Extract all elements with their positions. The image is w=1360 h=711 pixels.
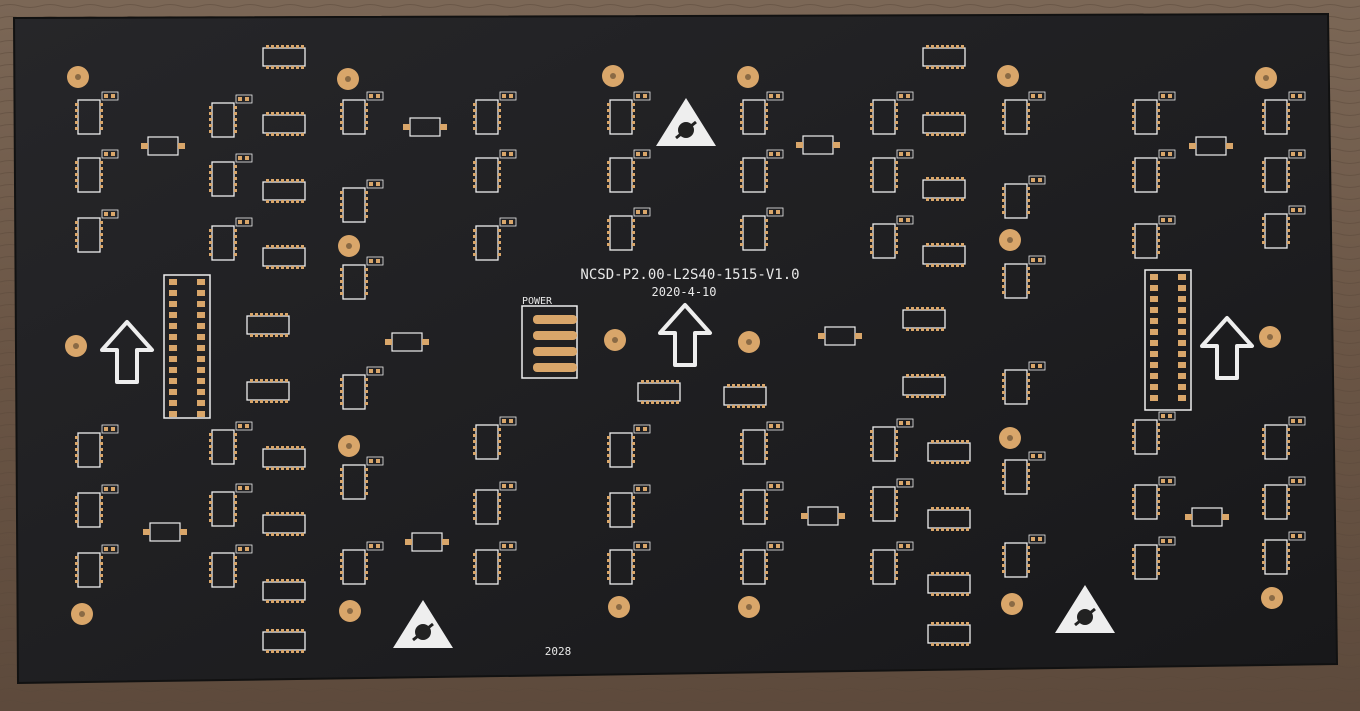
pin-header [163,274,211,419]
capacitor [1288,205,1306,215]
capacitor [896,418,914,428]
capacitor [499,541,517,551]
capacitor [235,94,253,104]
capacitor [1158,91,1176,101]
capacitor [101,544,119,554]
capacitor [235,421,253,431]
capacitor [633,91,651,101]
capacitor [366,366,384,376]
board-title: NCSD-P2.00-L2S40-1515-V1.0 [580,267,799,283]
capacitor [235,544,253,554]
capacitor [896,215,914,225]
capacitor [1288,416,1306,426]
capacitor [1158,215,1176,225]
capacitor [1288,91,1306,101]
pin-header [1144,269,1192,411]
direction-arrow [1200,316,1254,380]
capacitor [1028,361,1046,371]
power-connector [521,305,578,379]
capacitor [366,256,384,266]
capacitor [896,541,914,551]
capacitor [235,153,253,163]
capacitor [366,179,384,189]
capacitor [766,421,784,431]
capacitor [499,481,517,491]
capacitor [1028,255,1046,265]
capacitor [499,149,517,159]
capacitor [1028,451,1046,461]
capacitor [1158,536,1176,546]
capacitor [1158,476,1176,486]
capacitor [1028,175,1046,185]
capacitor [101,149,119,159]
capacitor [499,217,517,227]
capacitor [1288,531,1306,541]
capacitor [235,483,253,493]
capacitor [633,541,651,551]
capacitor [766,91,784,101]
component-layer [65,45,1306,653]
capacitor [633,424,651,434]
capacitor [896,149,914,159]
capacitor [896,91,914,101]
direction-arrow [658,303,712,367]
capacitor [499,416,517,426]
capacitor [1288,476,1306,486]
capacitor [766,149,784,159]
capacitor [366,91,384,101]
capacitor [633,149,651,159]
capacitor [101,424,119,434]
capacitor [1158,411,1176,421]
capacitor [766,207,784,217]
capacitor [101,91,119,101]
capacitor [499,91,517,101]
direction-arrow [100,320,154,384]
capacitor [1288,149,1306,159]
capacitor [235,217,253,227]
capacitor [896,478,914,488]
capacitor [1028,91,1046,101]
capacitor [1028,534,1046,544]
capacitor [1158,149,1176,159]
power-label: POWER [522,296,553,307]
board-date: 2020-4-10 [651,285,716,299]
capacitor [366,456,384,466]
capacitor [766,541,784,551]
capacitor [633,484,651,494]
capacitor [101,484,119,494]
capacitor [766,481,784,491]
capacitor [101,209,119,219]
capacitor [633,207,651,217]
board-code: 2028 [545,645,572,658]
capacitor [366,541,384,551]
